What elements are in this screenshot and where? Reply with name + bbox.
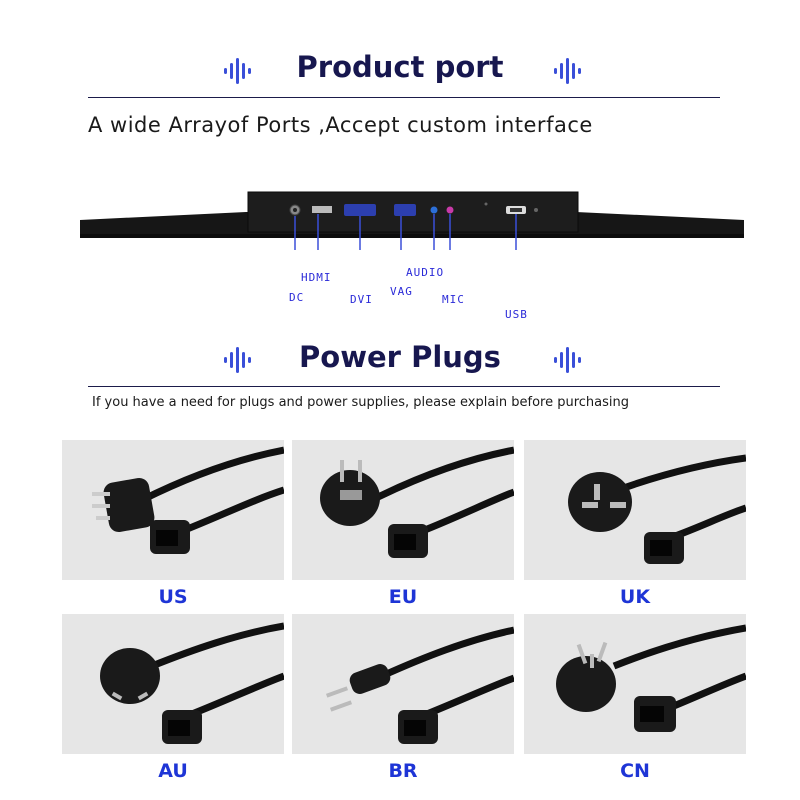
- port-label-dvi: DVI: [350, 293, 373, 306]
- port-label-mic: MIC: [442, 293, 465, 306]
- plug-image-us: [62, 440, 284, 580]
- sound-wave-icon: [224, 58, 251, 84]
- divider: [88, 386, 720, 387]
- plug-label-uk: UK: [619, 586, 651, 608]
- divider: [88, 97, 720, 98]
- sound-wave-icon: [224, 347, 251, 373]
- plug-label-eu: EU: [388, 586, 418, 608]
- section-title-power-plugs: Power Plugs: [299, 340, 501, 374]
- plug-image-br: [292, 614, 514, 754]
- section-subtitle: If you have a need for plugs and power s…: [92, 395, 630, 410]
- port-label-audio: AUDIO: [406, 266, 445, 279]
- port-label-usb: USB: [505, 308, 528, 321]
- section-subtitle: A wide Arrayof Ports ,Accept custom inte…: [88, 113, 593, 137]
- plug-label-us: US: [158, 586, 188, 608]
- plug-image-eu: [292, 440, 514, 580]
- plug-image-au: [62, 614, 284, 754]
- plug-label-cn: CN: [620, 760, 650, 782]
- plug-image-cn: [524, 614, 746, 754]
- section-title-product-port: Product port: [296, 50, 504, 84]
- plug-label-br: BR: [388, 760, 418, 782]
- port-label-dc: DC: [289, 291, 305, 304]
- port-label-vag: VAG: [390, 285, 413, 298]
- plug-label-au: AU: [158, 760, 188, 782]
- sound-wave-icon: [554, 347, 581, 373]
- plug-image-uk: [524, 440, 746, 580]
- sound-wave-icon: [554, 58, 581, 84]
- monitor-ports-illustration: [80, 191, 744, 250]
- port-label-hdmi: HDMI: [301, 271, 332, 284]
